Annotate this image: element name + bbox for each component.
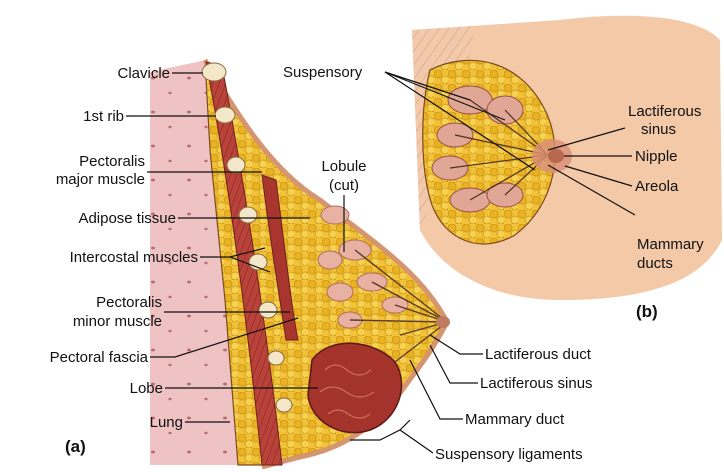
label-pectoralis-minor-line2: minor muscle xyxy=(20,313,162,330)
label-lobule-line2: (cut) xyxy=(304,177,384,194)
label-lactiferous-sinus-b-line1: Lactiferous xyxy=(628,103,701,120)
label-pectoral-fascia: Pectoral fascia xyxy=(10,349,148,366)
label-first-rib: 1st rib xyxy=(20,108,124,125)
label-pectoralis-minor-line1: Pectoralis xyxy=(20,294,162,311)
label-mammary-ducts-line2: ducts xyxy=(637,255,673,272)
label-intercostal-muscles: Intercostal muscles xyxy=(2,249,198,266)
label-suspensory: Suspensory xyxy=(283,64,362,81)
label-suspensory-ligaments: Suspensory ligaments xyxy=(435,446,583,463)
nipple-b xyxy=(548,149,564,163)
label-lactiferous-sinus: Lactiferous sinus xyxy=(480,375,593,392)
label-lobe: Lobe xyxy=(60,380,163,397)
label-pectoralis-major-line1: Pectoralis xyxy=(20,153,145,170)
label-pectoralis-major-line2: major muscle xyxy=(20,171,145,188)
label-nipple: Nipple xyxy=(635,148,678,165)
label-clavicle: Clavicle xyxy=(42,65,170,82)
panel-label-b: (b) xyxy=(636,303,658,320)
label-areola: Areola xyxy=(635,178,678,195)
label-lactiferous-sinus-b-line2: sinus xyxy=(641,121,676,138)
label-lung: Lung xyxy=(80,414,183,431)
label-mammary-ducts-line1: Mammary xyxy=(637,236,704,253)
label-adipose-tissue: Adipose tissue xyxy=(20,210,176,227)
label-lobule-line1: Lobule xyxy=(304,158,384,175)
panel-label-a: (a) xyxy=(65,438,86,455)
nipple-a xyxy=(436,316,450,328)
lobe xyxy=(308,343,402,432)
label-mammary-duct: Mammary duct xyxy=(465,411,564,428)
label-lactiferous-duct: Lactiferous duct xyxy=(485,346,591,363)
